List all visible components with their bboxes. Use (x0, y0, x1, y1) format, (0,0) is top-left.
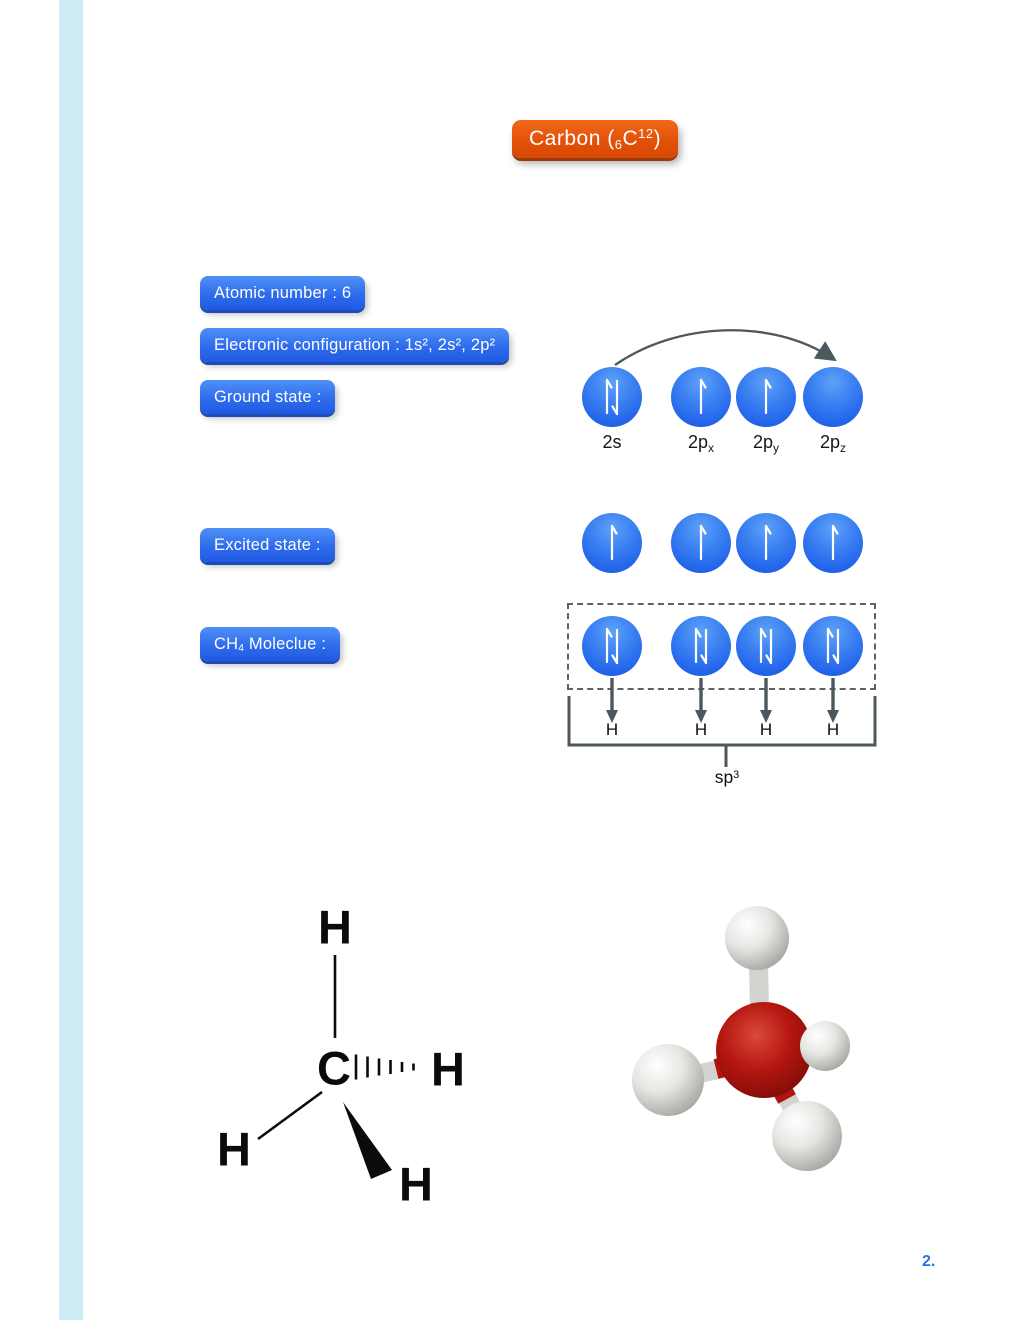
bonded-hydrogen-label: H (605, 720, 619, 739)
bonded-hydrogen-label: H (759, 720, 773, 739)
ch4-badge-text: CH (214, 634, 239, 653)
hydrogen-sphere (800, 1021, 850, 1071)
orbital-label-2py: 2py (752, 432, 780, 456)
ground-orbital-2px (671, 367, 731, 427)
electron-pair-icon (605, 627, 619, 665)
electron-pair-icon (694, 627, 708, 665)
title-text: Carbon ( (529, 127, 615, 150)
formula-hydrogen-top: H (318, 900, 352, 954)
promotion-arrow-icon (614, 329, 837, 366)
electron-pair-icon (759, 627, 773, 665)
orbital-label-2px: 2px (687, 432, 715, 456)
bond-arrow-icon (827, 678, 839, 723)
hash-wedge-bond-icon (354, 1054, 415, 1080)
title-subscript: 6 (614, 136, 623, 152)
excited-orbital-2pz (803, 513, 863, 573)
formula-carbon-center: C (317, 1041, 351, 1095)
carbon-sphere (716, 1002, 812, 1098)
hydrogen-sphere (632, 1044, 704, 1116)
orbital-label-2pz: 2pz (819, 432, 847, 456)
single-bond-icon (257, 1090, 323, 1141)
bonded-hydrogen-label: H (694, 720, 708, 739)
solid-wedge-bond-icon (343, 1102, 392, 1179)
ground-state-badge: Ground state : (200, 380, 336, 414)
electron-up-icon (610, 524, 618, 561)
electron-pair-icon (826, 627, 840, 665)
ground-orbital-2pz-empty (803, 367, 863, 427)
atomic-number-badge: Atomic number : 6 (200, 276, 366, 310)
excited-orbital-2py (736, 513, 796, 573)
structural-formula-bonds (257, 955, 415, 1179)
formula-hydrogen-left: H (217, 1122, 251, 1176)
hybrid-orbitals-box (567, 603, 876, 690)
ch4-badge-subscript: 4 (238, 642, 245, 654)
bond-arrow-icon (760, 678, 772, 723)
ground-orbital-2s (582, 367, 642, 427)
bond-arrow-icon (606, 678, 618, 723)
ch4-badge-text-post: Moleclue : (244, 634, 327, 653)
page-number: 2. (922, 1253, 936, 1270)
electron-up-icon (699, 524, 707, 561)
electronic-configuration-badge: Electronic configuration : 1s², 2s², 2p² (200, 328, 510, 362)
hybridization-bracket-icon (567, 696, 877, 767)
hydrogen-sphere (772, 1101, 842, 1171)
excited-state-badge: Excited state : (200, 528, 335, 562)
hydrogen-sphere (725, 906, 789, 970)
ch4-orbital-1 (582, 616, 642, 676)
ground-orbital-2py (736, 367, 796, 427)
methane-3d-model (632, 906, 850, 1171)
excited-orbital-2s (582, 513, 642, 573)
formula-hydrogen-right: H (431, 1042, 465, 1096)
ch4-orbital-3 (736, 616, 796, 676)
orbital-label-2s: 2s (602, 432, 622, 452)
electron-up-icon (831, 524, 839, 561)
electron-pair-icon (605, 378, 619, 416)
title-superscript: 12 (638, 126, 654, 142)
electron-up-icon (699, 378, 707, 415)
electron-up-icon (764, 378, 772, 415)
title-element-symbol: C (622, 127, 639, 150)
bond-arrow-icon (695, 678, 707, 723)
excited-orbital-2px (671, 513, 731, 573)
formula-hydrogen-bottom: H (399, 1157, 433, 1211)
bonded-hydrogen-label: H (826, 720, 840, 739)
hybridization-label: sp3 (714, 767, 740, 787)
electron-up-icon (764, 524, 772, 561)
title-text-close: ) (653, 127, 662, 150)
left-margin-stripe (59, 0, 83, 1320)
ch4-orbital-2 (671, 616, 731, 676)
ch4-orbital-4 (803, 616, 863, 676)
